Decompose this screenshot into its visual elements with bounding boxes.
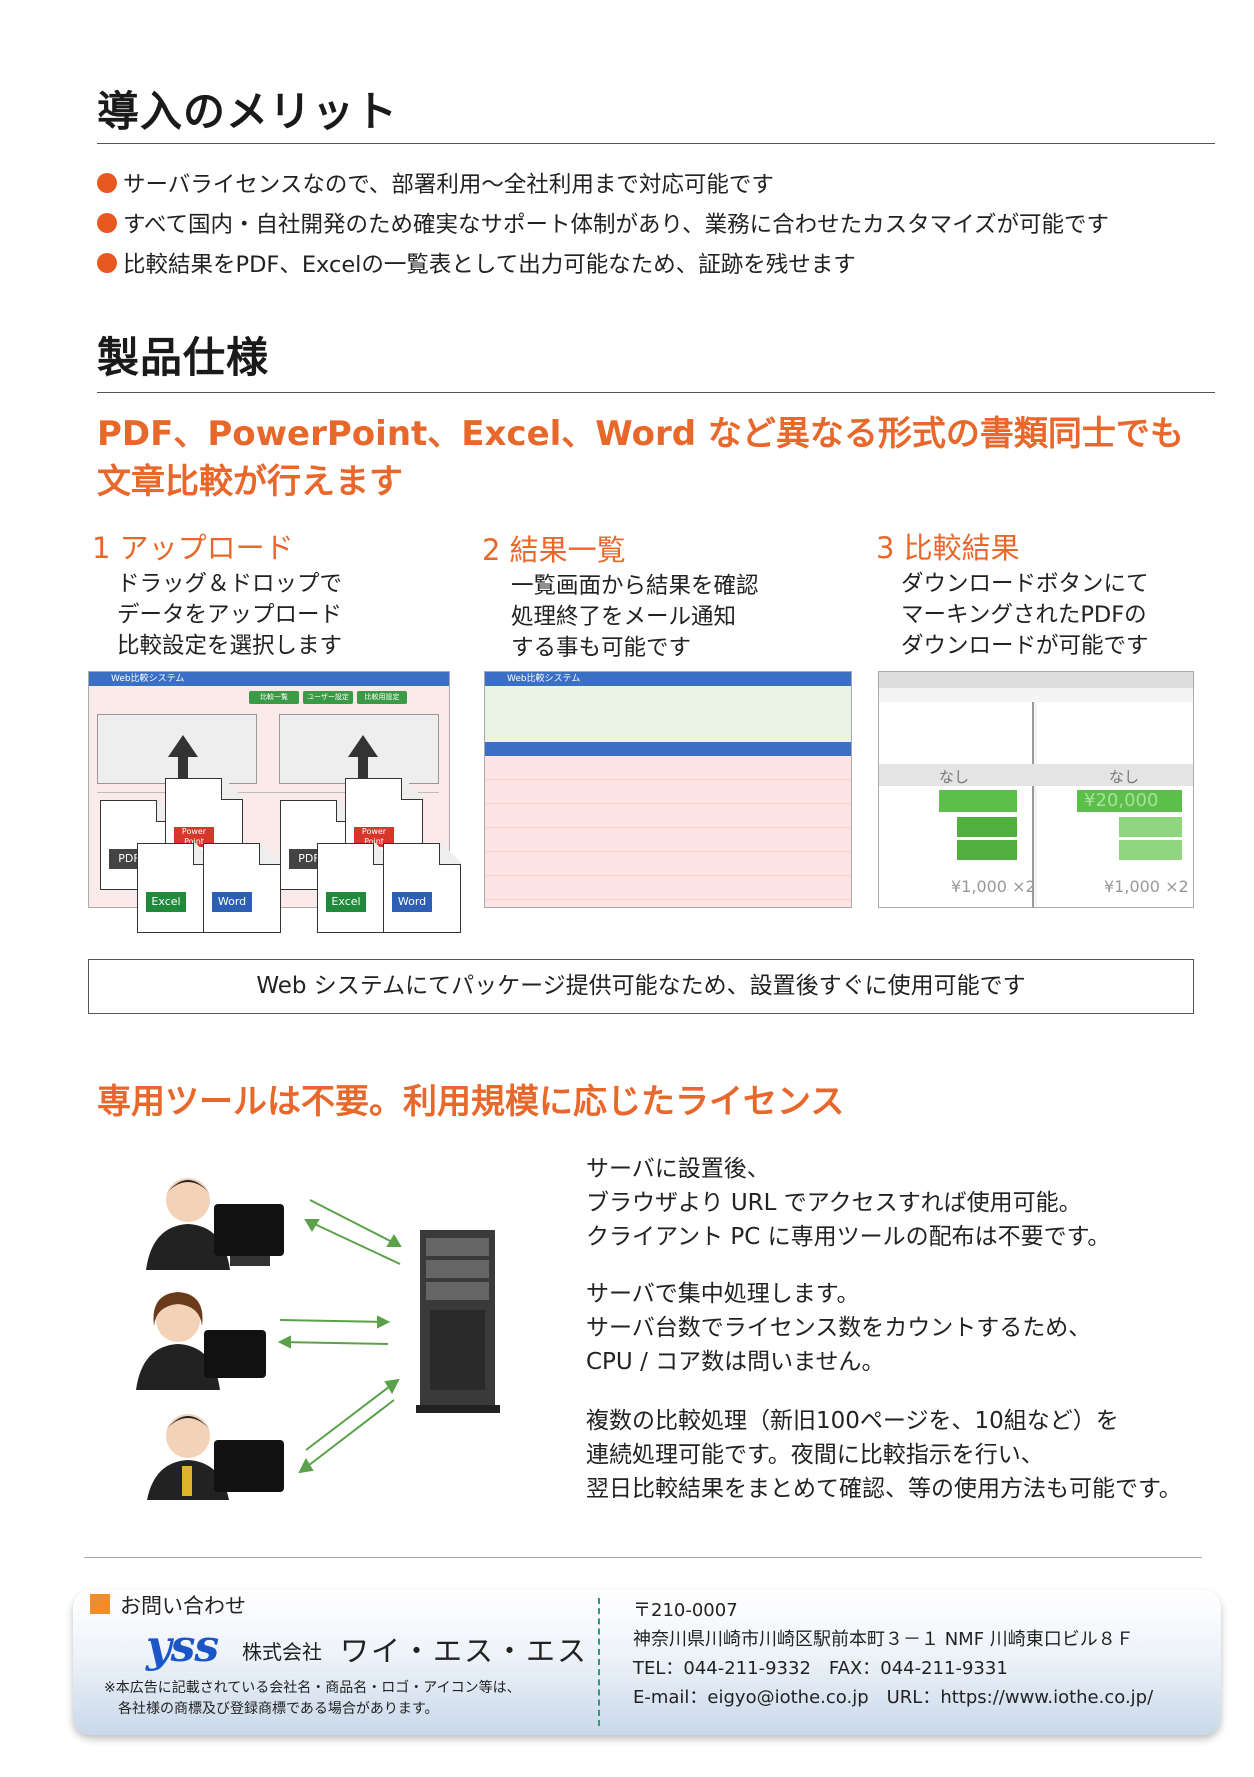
result-table [485, 756, 851, 907]
step-result-title: 3 比較結果 [876, 531, 1020, 565]
person-icon [147, 1414, 284, 1500]
footer-rule [84, 1557, 1202, 1558]
footer-box [73, 1590, 1221, 1735]
merit-item-text: すべて国内・自社開発のため確実なサポート体制があり、業務に合わせたカスタマイズが… [123, 212, 1109, 238]
tab-setting: 比較用設定 [357, 691, 407, 704]
marked-cell [939, 790, 1017, 812]
merit-list: サーバライセンスなので、部署利用〜全社利用まで対応可能です すべて国内・自社開発… [97, 163, 1237, 283]
merit-title: 導入のメリット [97, 87, 399, 136]
license-para-2: サーバで集中処理します。 サーバ台数でライセンス数をカウントするため、 CPU … [586, 1277, 1091, 1379]
compare-result-screenshot: なし なし ¥20,000 ¥1,000 ×2 ¥1,000 ×2 [878, 671, 1194, 908]
company-logo: yss [146, 1621, 219, 1672]
company-name: ワイ・エス・エス [340, 1634, 589, 1668]
address: 神奈川県川崎市川崎区駅前本町３－１ NMF 川崎東口ビル８Ｆ [633, 1629, 1134, 1650]
package-notice: Web システムにてパッケージ提供可能なため、設置後すぐに使用可能です [88, 959, 1194, 1014]
person-icon [146, 1178, 284, 1270]
spec-headline-1: PDF、PowerPoint、Excel、Word など異なる形式の書類同士でも [97, 414, 1184, 454]
step-upload-title: 1 アップロード [92, 531, 294, 565]
viewer-toolbar [879, 672, 1193, 688]
tab-compare: 比較一覧 [249, 691, 299, 704]
email-url: E-mail：eigyo@iothe.co.jp URL：https://www… [633, 1687, 1154, 1708]
arrow-icon [277, 1199, 402, 1474]
contact-square-icon [90, 1594, 110, 1614]
phone-fax: TEL：044-211-9332 FAX：044-211-9331 [633, 1658, 1008, 1679]
merit-item: サーバライセンスなので、部署利用〜全社利用まで対応可能です [97, 163, 1237, 203]
company-prefix: 株式会社 [242, 1640, 322, 1664]
right-none-label: なし [1109, 768, 1140, 786]
text-line: ブラウザより URL でアクセスすれば使用可能。 [586, 1190, 1082, 1216]
license-para-1: サーバに設置後、 ブラウザより URL でアクセスすれば使用可能。 クライアント… [586, 1152, 1110, 1254]
step-upload-desc: ドラッグ＆ドロップで データをアップロード 比較設定を選択します [117, 571, 343, 659]
trademark-note: ※本広告に記載されている会社名・商品名・ロゴ・アイコン等は、 各社様の商標及び登… [104, 1680, 521, 1717]
server-icon [416, 1230, 500, 1413]
left-price: ¥1,000 ×2 [951, 877, 1036, 896]
text-line: クライアント PC に専用ツールの配布は不要です。 [586, 1224, 1111, 1250]
license-title: 専用ツールは不要。利用規模に応じたライセンス [97, 1082, 845, 1122]
footer-divider [598, 1598, 600, 1726]
text-line: 翌日比較結果をまとめて確認、等の使用方法も可能です。 [586, 1476, 1182, 1502]
text-line: 複数の比較処理（新旧100ページを、10組など）を [586, 1408, 1119, 1434]
marked-cell [1119, 817, 1182, 837]
marked-cell [957, 817, 1017, 837]
step-result-desc: ダウンロードボタンにて マーキングされたPDFの ダウンロードが可能です [901, 571, 1149, 659]
postal-code: 〒210-0007 [633, 1600, 738, 1621]
spec-title: 製品仕様 [97, 333, 270, 382]
text-line: サーバで集中処理します。 [586, 1281, 860, 1307]
marked-cell [1077, 790, 1182, 812]
marked-cell [1119, 840, 1182, 860]
tab-user: ユーザー設定 [303, 691, 353, 704]
word-file-icon: Word [203, 843, 281, 933]
divider [97, 792, 439, 793]
bullet-dot-icon [97, 253, 117, 273]
right-price: ¥1,000 ×2 [1104, 877, 1189, 896]
text-line: 連続処理可能です。夜間に比較指示を行い、 [586, 1442, 1044, 1468]
client-server-illustration [136, 1178, 500, 1500]
spec-headline-2: 文章比較が行えます [97, 462, 403, 502]
app-titlebar: Web比較システム [485, 672, 851, 686]
app-title: Web比較システム [507, 674, 581, 684]
bullet-dot-icon [97, 173, 117, 193]
left-none-label: なし [939, 768, 970, 786]
word-file-icon: Word [383, 843, 461, 933]
text-line: CPU / コア数は問いません。 [586, 1349, 885, 1375]
bullet-dot-icon [97, 213, 117, 233]
merit-item: すべて国内・自社開発のため確実なサポート体制があり、業務に合わせたカスタマイズが… [97, 203, 1237, 243]
app-titlebar: Web比較システム [89, 672, 449, 686]
license-para-3: 複数の比較処理（新旧100ページを、10組など）を 連続処理可能です。夜間に比較… [586, 1404, 1182, 1506]
text-line: サーバ台数でライセンス数をカウントするため、 [586, 1315, 1092, 1341]
result-list-screenshot: Web比較システム [484, 671, 852, 908]
contact-label: お問い合わせ [120, 1594, 246, 1618]
app-title: Web比較システム [111, 674, 185, 684]
merit-item-text: サーバライセンスなので、部署利用〜全社利用まで対応可能です [123, 172, 774, 198]
merit-item: 比較結果をPDF、Excelの一覧表として出力可能なため、証跡を残せます [97, 243, 1237, 283]
step-list-desc: 一覧画面から結果を確認 処理終了をメール通知 する事も可能です [511, 573, 759, 661]
marked-cell [957, 840, 1017, 860]
row-band [879, 764, 1193, 786]
spec-rule [97, 392, 1215, 393]
person-icon [136, 1292, 266, 1390]
table-header [485, 742, 851, 756]
text-line: サーバに設置後、 [586, 1156, 770, 1182]
marked-amount: ¥20,000 [1084, 790, 1159, 811]
step-list-title: 2 結果一覧 [482, 533, 626, 567]
merit-item-text: 比較結果をPDF、Excelの一覧表として出力可能なため、証跡を残せます [123, 252, 856, 278]
merit-rule [97, 143, 1215, 144]
